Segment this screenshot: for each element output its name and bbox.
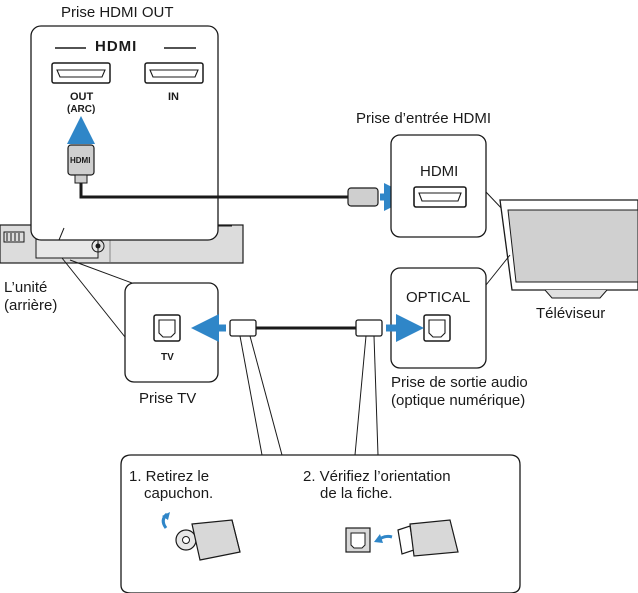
unit-optical-panel (61, 257, 219, 383)
hdmi-panel-box (30, 25, 219, 241)
hdmi-out-socket-label: Prise HDMI OUT (61, 4, 174, 21)
tv-optical-panel (390, 254, 511, 369)
audio-out-label-line2: (optique numérique) (391, 392, 526, 409)
cable-plug-label: HDMI (70, 156, 91, 165)
step2-line2: de la fiche. (320, 485, 393, 502)
port-out-arc-label: (ARC) (67, 104, 96, 115)
optical-plug-left (229, 319, 257, 337)
step1-line1: 1. Retirez le (129, 468, 210, 485)
tv-hdmi-panel (390, 134, 506, 238)
tv-socket-label: Prise TV (139, 390, 197, 407)
unit-rear-label-line1: L’unité (4, 279, 48, 296)
television (499, 199, 638, 299)
hdmi-cable-plug-tv (347, 187, 379, 207)
hdmi-cable (79, 183, 348, 199)
tv-optical-label: OPTICAL (406, 289, 471, 306)
port-in-label: IN (168, 91, 179, 103)
unit-rear-label-line2: (arrière) (4, 297, 58, 314)
optical-plug-right (355, 319, 383, 337)
step2-line1: 2. Vérifiez l’orientation (303, 468, 451, 485)
audio-out-label-line1: Prise de sortie audio (391, 374, 528, 391)
hdmi-logo: HDMI (95, 38, 138, 55)
tv-hdmi-label: HDMI (420, 163, 459, 180)
step2-illustration (345, 519, 459, 557)
port-out-label: OUT (70, 91, 94, 103)
hdmi-in-socket-label: Prise d’entrée HDMI (356, 110, 492, 127)
tv-label: Téléviseur (536, 305, 606, 322)
unit-tv-port-label: TV (161, 352, 174, 363)
step1-line2: capuchon. (144, 485, 214, 502)
step1-illustration (161, 512, 241, 561)
